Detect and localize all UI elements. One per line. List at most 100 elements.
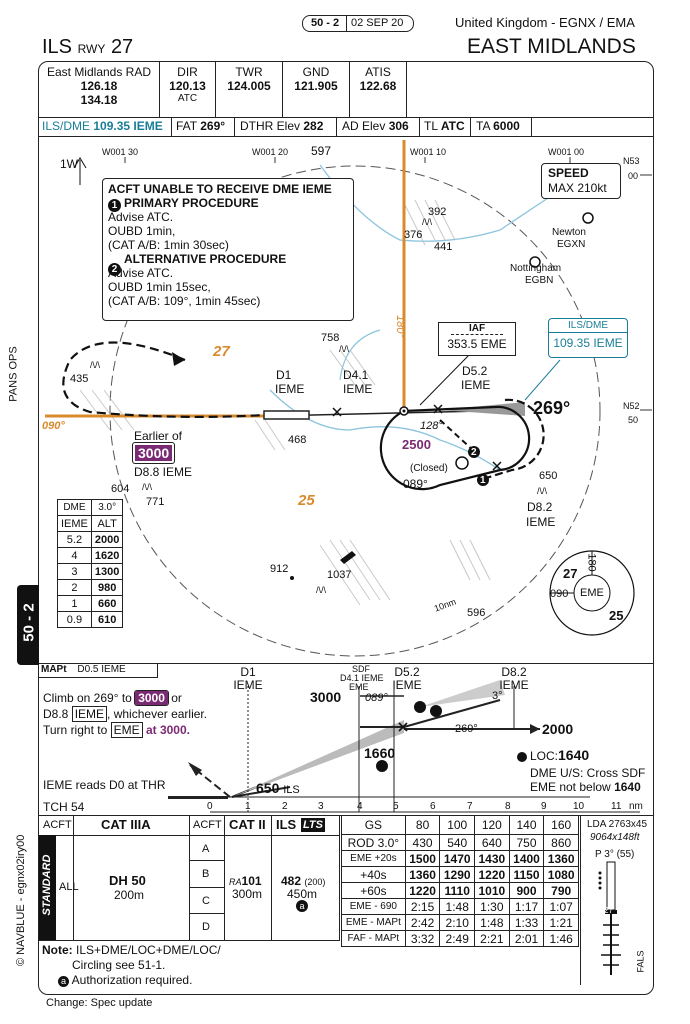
elev-468: 468 — [288, 434, 307, 446]
comms-row: East Midlands RAD 126.18 134.18 DIR 120.… — [39, 62, 653, 118]
earlier-of: Earlier of — [134, 429, 183, 443]
elev-1037: 1037 — [327, 569, 352, 581]
magnetic-variation: 1W — [60, 157, 78, 171]
ta-info: TA 6000 — [476, 119, 520, 133]
profile-sdf: SDF — [352, 664, 370, 674]
chart-code-box: 50 - 2 02 SEP 20 — [302, 15, 414, 32]
comm-gnd: GND 121.905 — [283, 62, 350, 117]
grid-w0110: W001 10 — [410, 147, 447, 157]
d88-ieme: D8.8 IEME — [134, 465, 193, 479]
chart-date: 02 SEP 20 — [351, 17, 404, 29]
crs-089: 089° — [403, 477, 428, 491]
profile-650: 650 ILS — [256, 780, 300, 796]
profile-2000: 2000 — [542, 721, 574, 737]
approach-title: ILS RWY 27 — [42, 36, 134, 58]
missed-approach — [62, 341, 265, 419]
chart-code: 50 - 2 — [311, 17, 340, 29]
profile-089: 089° — [365, 692, 388, 704]
mapt-box: MAPt D0.5 IEME — [39, 663, 158, 678]
marker-1-label: 1 — [480, 475, 486, 486]
fat-info: FAT 269° — [176, 119, 226, 133]
profile-d82-ieme: IEME — [499, 678, 529, 692]
profile-d1: D1 — [240, 665, 256, 679]
elev-596: 596 — [467, 607, 486, 619]
fix-d1-ieme: IEME — [275, 382, 305, 396]
elev-758: 758 — [321, 332, 340, 344]
ieme-note: IEME reads D0 at THR — [43, 778, 166, 792]
grid-w0120: W001 20 — [252, 147, 289, 157]
msa-sector-27: 27 — [563, 566, 578, 581]
comm-dir: DIR 120.13 ATC — [160, 62, 216, 117]
marker-2-label: 2 — [471, 447, 477, 458]
holding-pattern — [379, 405, 531, 491]
profile-3deg: 3° — [492, 690, 503, 702]
comm-twr: TWR 124.005 — [216, 62, 283, 117]
fix-d52-ieme: IEME — [461, 378, 491, 392]
svg-text:/\/\: /\/\ — [90, 360, 101, 370]
nottingham-code: EGBN — [525, 275, 554, 286]
elev-376: 376 — [404, 229, 423, 241]
msa-label-27: 27 — [213, 343, 230, 360]
grid-w0130: W001 30 — [102, 147, 139, 157]
elev-441: 441 — [434, 241, 453, 253]
elev-597: 597 — [311, 144, 332, 158]
marker-alt-2 — [468, 446, 480, 458]
svg-text:/\/\: /\/\ — [339, 344, 350, 354]
outbound-090: 090° — [42, 420, 65, 432]
grid-n52: N52 — [623, 401, 640, 411]
profile-loc: LOC:1640 — [530, 747, 590, 763]
nottingham-label: Nottingham — [510, 263, 562, 274]
svg-text:/\/\: /\/\ — [422, 217, 433, 227]
fix-d41: D4.1 — [343, 368, 369, 382]
marker-primary-1 — [477, 474, 489, 486]
inbound-269: 269° — [533, 398, 571, 418]
profile-3000: 3000 — [310, 689, 342, 705]
change-note: Change: Spec update — [46, 997, 153, 1009]
standard-tab: STANDARD — [41, 854, 53, 916]
iaf-box: IAF 353.5 EME — [438, 322, 516, 356]
grid-n53-min: 00 — [628, 171, 639, 181]
minima-block: ACFT CAT IIIA ACFT CAT II ILS LTS STANDA… — [39, 815, 340, 941]
newton-code: EGXN — [557, 239, 586, 250]
msa-label-25: 25 — [298, 492, 315, 509]
minima-note: Note: ILS+DME/LOC+DME/LOC/ Circling see … — [42, 943, 221, 987]
crs-128: 128° — [420, 420, 443, 432]
east-midlands-airport — [455, 456, 469, 470]
elev-912: 912 — [270, 563, 289, 575]
profile-1660: 1660 — [364, 745, 396, 761]
fix-d1: D1 — [276, 368, 292, 382]
rwy-number: 27 — [604, 906, 613, 915]
radial-180-label: 180° — [393, 315, 406, 338]
dthr-info: DTHR Elev 282 — [240, 119, 324, 133]
runway-info: LDA 2763x45 9064x148ft P 3° (55) — [580, 815, 653, 985]
runway-27 — [263, 410, 310, 420]
newton-label: Newton — [552, 227, 586, 238]
speed-box: SPEED MAX 210kt — [541, 163, 621, 199]
ad-elev-info: AD Elev 306 — [342, 119, 409, 133]
fix-d41-ieme: IEME — [343, 382, 373, 396]
pans-ops-label: PANS OPS — [7, 346, 20, 402]
profile-view — [168, 680, 640, 813]
distance-scale: 0 1 2 3 4 5 6 7 8 9 10 11 nm — [207, 801, 643, 812]
airport-name: EAST MIDLANDS — [467, 35, 636, 58]
grid-n53: N53 — [623, 156, 640, 166]
profile-missed-text: Climb on 269° to 3000 or D8.8 IEME, whic… — [43, 690, 208, 738]
grid-n52-min: 50 — [628, 415, 639, 425]
profile-d1-ieme: IEME — [233, 678, 263, 692]
elev-392: 392 — [428, 206, 447, 218]
elev-435: 435 — [70, 373, 89, 385]
msa-sector-25: 25 — [609, 608, 624, 623]
fix-d82: D8.2 — [527, 500, 553, 514]
profile-d41: D4.1 IEME — [340, 673, 384, 683]
tch-label: TCH 54 — [43, 800, 85, 814]
profile-269: 269° — [455, 723, 478, 735]
nottingham-airport — [529, 256, 541, 268]
grid-w0100: W001 00 — [548, 147, 585, 157]
msa-eme: EME — [580, 587, 604, 599]
fals-label: FALS — [635, 950, 646, 973]
profile-missed — [231, 786, 291, 798]
north-arrow — [73, 157, 87, 185]
comm-rad: East Midlands RAD 126.18 134.18 — [39, 62, 160, 117]
elev-604: 604 — [111, 483, 130, 495]
